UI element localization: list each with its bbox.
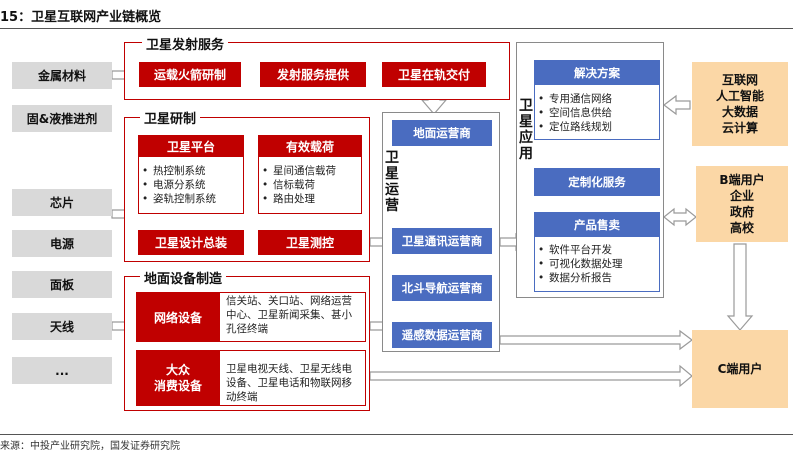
material-propellant: 固&液推进剂 <box>12 105 112 132</box>
footer-divider <box>0 434 793 435</box>
product-item: 数据分析报告 <box>537 271 623 285</box>
ground-equipment-title: 地面设备制造 <box>140 268 227 287</box>
material-antenna: 天线 <box>12 313 112 340</box>
operations-title: 卫星运营 <box>385 150 399 214</box>
arrow-remote-to-cclient <box>499 329 693 351</box>
platform-list: 热控制系统 电源分系统 姿轨控制系统 <box>141 164 216 206</box>
payload-item: 路由处理 <box>261 192 336 206</box>
arrow-apps-bclient <box>663 207 697 227</box>
satellite-tt: 卫星测控 <box>258 230 362 255</box>
material-panel: 面板 <box>12 271 112 298</box>
satdev-title: 卫星研制 <box>140 108 201 127</box>
payload-title: 有效载荷 <box>258 135 362 157</box>
product-list: 软件平台开发 可视化数据处理 数据分析报告 <box>537 243 623 285</box>
satellite-assembly: 卫星设计总装 <box>138 230 244 255</box>
page-title: 15：卫星互联网产业链概览 <box>0 10 162 25</box>
title-divider <box>0 28 793 29</box>
consumer-device-title: 大众 消费设备 <box>136 350 220 406</box>
launch-service-title: 卫星发射服务 <box>142 34 229 53</box>
network-device-title: 网络设备 <box>136 292 220 342</box>
platform-title: 卫星平台 <box>138 135 244 157</box>
tech-box: 互联网 人工智能 大数据 云计算 <box>692 62 788 146</box>
platform-item: 电源分系统 <box>141 178 216 192</box>
material-chip: 芯片 <box>12 189 112 216</box>
product-item: 软件平台开发 <box>537 243 623 257</box>
applications-title: 卫星应用 <box>519 98 533 162</box>
launch-service-provide: 发射服务提供 <box>260 62 366 87</box>
material-metal: 金属材料 <box>12 62 112 89</box>
product-item: 可视化数据处理 <box>537 257 623 271</box>
platform-item: 姿轨控制系统 <box>141 192 216 206</box>
comm-operator: 卫星通讯运营商 <box>392 228 492 254</box>
remote-sensing-operator: 遥感数据运营商 <box>392 322 492 348</box>
custom-service: 定制化服务 <box>534 168 660 196</box>
beidou-operator: 北斗导航运营商 <box>392 275 492 301</box>
payload-item: 星间通信载荷 <box>261 164 336 178</box>
payload-item: 信标载荷 <box>261 178 336 192</box>
network-device-desc: 信关站、关口站、网络运营中心、卫星新闻采集、甚小孔径终端 <box>226 295 352 335</box>
arrow-bclient-to-cclient <box>726 243 754 331</box>
material-more: ... <box>12 357 112 384</box>
solution-list: 专用通信网络 空间信息供给 定位路线规划 <box>537 92 612 134</box>
ground-operator: 地面运营商 <box>392 120 492 146</box>
material-power: 电源 <box>12 230 112 257</box>
b-client-box: B端用户 企业 政府 高校 <box>696 166 788 242</box>
consumer-device-desc: 卫星电视天线、卫星无线电设备、卫星电话和物联网移动终端 <box>226 363 352 403</box>
solution-item: 空间信息供给 <box>537 106 612 120</box>
solution-item: 定位路线规划 <box>537 120 612 134</box>
solution-title: 解决方案 <box>534 60 660 85</box>
payload-list: 星间通信载荷 信标载荷 路由处理 <box>261 164 336 206</box>
arrow-tech-to-apps <box>663 94 691 116</box>
platform-item: 热控制系统 <box>141 164 216 178</box>
arrow-consumer-to-cclient <box>369 364 693 388</box>
c-client-box: C端用户 <box>692 330 788 408</box>
launch-orbit-delivery: 卫星在轨交付 <box>382 62 486 87</box>
launch-rocket: 运载火箭研制 <box>139 62 241 87</box>
solution-item: 专用通信网络 <box>537 92 612 106</box>
product-title: 产品售卖 <box>534 212 660 237</box>
